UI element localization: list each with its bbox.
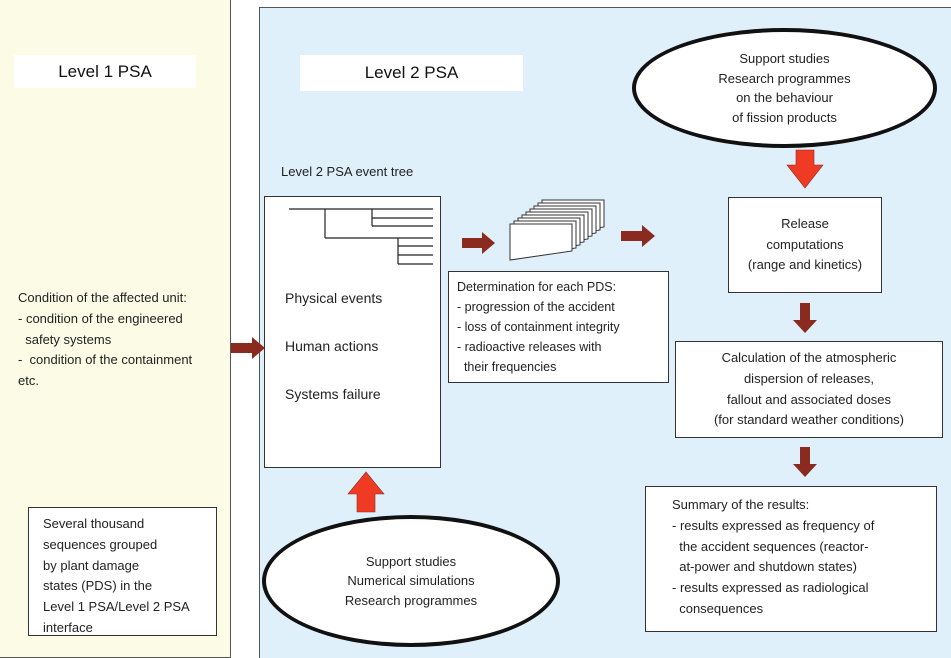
unit-condition-text: Condition of the affected unit: - condit… bbox=[18, 288, 228, 392]
condition-line: - condition of the engineered bbox=[18, 310, 183, 326]
summary-line: the accident sequences (reactor- bbox=[672, 538, 869, 554]
event-tree-box bbox=[264, 196, 441, 468]
summary-box: Summary of the results: - results expres… bbox=[645, 486, 937, 632]
determination-line: - radioactive releases with bbox=[457, 340, 602, 354]
release-line: Release bbox=[781, 215, 829, 231]
dispersion-line: fallout and associated doses bbox=[726, 391, 892, 407]
determination-box: Determination for each PDS: - progressio… bbox=[448, 271, 669, 383]
event-tree-label: Level 2 PSA event tree bbox=[281, 164, 414, 179]
sequences-line: sequences grouped bbox=[43, 536, 158, 552]
level2-title: Level 2 PSA bbox=[300, 55, 523, 91]
arrow-support-to-tree-icon bbox=[347, 471, 385, 513]
support-top-line: on the behaviour bbox=[736, 90, 833, 105]
sequences-line: Level 1 PSA/Level 2 PSA bbox=[43, 599, 190, 615]
condition-line: etc. bbox=[18, 373, 39, 389]
arrow-tree-to-pages-icon bbox=[462, 232, 495, 254]
stacked-pages-icon bbox=[509, 199, 605, 261]
support-top-line: of fission products bbox=[732, 109, 837, 125]
support-top-line: Research programmes bbox=[718, 70, 851, 86]
condition-line: - condition of the containment bbox=[18, 352, 193, 368]
summary-line: Summary of the results: bbox=[672, 497, 810, 512]
dispersion-line: (for standard weather conditions) bbox=[713, 412, 905, 428]
arrow-support-to-release-icon bbox=[786, 149, 824, 189]
summary-line: consequences bbox=[672, 600, 764, 616]
summary-line: at-power and shutdown states) bbox=[672, 559, 857, 575]
condition-line: safety systems bbox=[18, 331, 112, 347]
sequences-line: Several thousand bbox=[43, 516, 145, 531]
support-top-line: Support studies bbox=[739, 51, 830, 66]
arrow-release-to-dispersion-icon bbox=[793, 303, 817, 333]
event-tree-item-systems: Systems failure bbox=[285, 386, 381, 402]
dispersion-line: Calculation of the atmospheric bbox=[721, 349, 897, 365]
arrow-dispersion-to-summary-icon bbox=[793, 447, 817, 477]
support-bottom-line: Research programmes bbox=[344, 592, 478, 608]
determination-line: their frequencies bbox=[457, 360, 557, 374]
determination-line: Determination for each PDS: bbox=[457, 280, 617, 294]
release-line: (range and kinetics) bbox=[747, 257, 863, 273]
support-studies-oval-bottom: Support studies Numerical simulations Re… bbox=[262, 515, 560, 647]
level1-title: Level 1 PSA bbox=[14, 55, 196, 88]
support-bottom-line: Support studies bbox=[365, 553, 457, 569]
sequences-line: interface bbox=[43, 619, 93, 635]
determination-line: - loss of containment integrity bbox=[457, 320, 620, 334]
dispersion-line: dispersion of releases, bbox=[743, 370, 875, 386]
arrow-level1-to-tree-icon bbox=[231, 337, 265, 359]
event-tree-branches-icon bbox=[289, 208, 433, 265]
determination-line: - progression of the accident bbox=[457, 300, 615, 314]
event-tree-item-physical: Physical events bbox=[285, 290, 383, 306]
sequences-line: states (PDS) in the bbox=[43, 578, 153, 594]
condition-line: Condition of the affected unit: bbox=[18, 290, 187, 305]
sequences-box: Several thousand sequences grouped by pl… bbox=[28, 507, 217, 636]
event-tree-item-human: Human actions bbox=[285, 338, 379, 354]
sequences-line: by plant damage bbox=[43, 557, 140, 573]
summary-line: - results expressed as radiological bbox=[672, 580, 869, 596]
support-studies-oval-top: Support studies Research programmes on t… bbox=[632, 28, 937, 148]
arrow-pages-to-release-icon bbox=[621, 225, 655, 247]
release-computations-box: Release computations (range and kinetics… bbox=[728, 197, 882, 293]
release-line: computations bbox=[766, 236, 844, 252]
summary-line: - results expressed as frequency of bbox=[672, 517, 875, 533]
dispersion-box: Calculation of the atmospheric dispersio… bbox=[675, 341, 943, 438]
support-bottom-line: Numerical simulations bbox=[347, 573, 475, 589]
